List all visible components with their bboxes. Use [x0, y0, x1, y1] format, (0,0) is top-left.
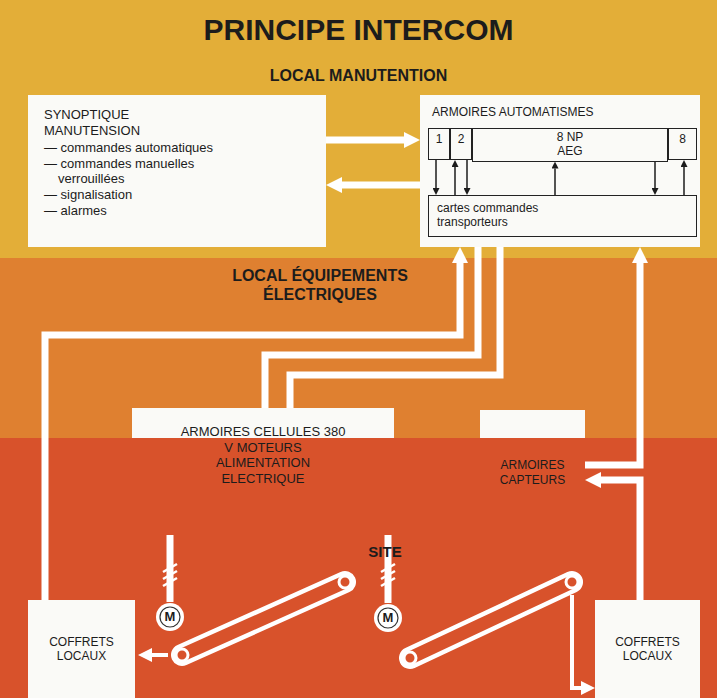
box-fill — [428, 195, 697, 237]
connector — [167, 535, 174, 602]
box-fill — [420, 95, 700, 247]
equipment-box: 2 — [450, 128, 472, 160]
belt-outline — [410, 582, 572, 658]
belt-inner — [182, 582, 345, 655]
connector — [45, 263, 460, 600]
equipment-box: 8 — [668, 128, 697, 160]
connector — [435, 160, 437, 188]
box-label: COFFRETS LOCAUX — [601, 635, 694, 664]
roller — [404, 652, 416, 664]
motor-core — [160, 607, 180, 627]
list-item: — alarmes — [44, 203, 238, 219]
box-fill — [472, 128, 668, 162]
box-label: ARMOIRES AUTOMATISMES — [432, 105, 688, 119]
motor-circle: M — [373, 603, 403, 633]
belt-inner — [410, 582, 572, 658]
roller — [176, 649, 188, 661]
roller — [566, 576, 578, 588]
zone-band: SITE COFFRETS LOCAUX M M COFFRETS LOCAUX — [0, 438, 717, 698]
list-item: — commandes manuelles verrouillées — [44, 156, 238, 187]
motor-ring — [374, 604, 402, 632]
conveyor-right — [404, 576, 578, 664]
flow-arrow — [152, 653, 168, 657]
connector — [466, 160, 468, 188]
equipment-box: ARMOIRES CELLULES 380 V MOTEURS ALIMENTA… — [132, 408, 394, 535]
connector — [601, 480, 640, 600]
box-label: 8 — [679, 132, 686, 146]
conveyor-left — [176, 576, 351, 661]
box-label: 2 — [458, 132, 465, 146]
box-fill — [595, 600, 700, 698]
belt-outline — [182, 582, 345, 655]
motor-core — [378, 608, 398, 628]
connector — [585, 263, 640, 465]
roller — [339, 576, 351, 588]
equipment-box: COFFRETS LOCAUX — [28, 600, 135, 698]
connector — [654, 162, 656, 188]
box-label: M — [165, 609, 176, 625]
equipment-box: ARMOIRES CAPTEURS — [480, 410, 585, 535]
equipment-box: cartes commandes transporteurs — [428, 195, 697, 237]
connector — [342, 182, 420, 189]
equipment-box: 8 NP AEG — [472, 128, 668, 162]
box-label: M — [383, 610, 394, 626]
box-label: 1 — [436, 132, 443, 146]
equipment-box: SYNOPTIQUE MANUTENSION — commandes automa… — [28, 95, 326, 247]
connector — [454, 167, 456, 195]
connector — [554, 169, 556, 195]
box-fill — [668, 128, 697, 160]
box-fill — [28, 600, 135, 698]
connector — [683, 167, 685, 195]
box-label: SYNOPTIQUE MANUTENSION — [44, 107, 194, 138]
box-label: ARMOIRES CELLULES 380 V MOTEURS ALIMENTA… — [178, 424, 348, 486]
connector — [326, 137, 404, 144]
box-fill — [450, 128, 472, 160]
box-label: SITE — [335, 543, 435, 561]
diagram-title: PRINCIPE INTERCOM — [0, 12, 717, 48]
box-fill — [28, 95, 326, 247]
list-item: — commandes automatiques — [44, 140, 238, 156]
equipment-box: 1 — [428, 128, 450, 160]
box-label: COFFRETS LOCAUX — [34, 635, 129, 664]
three-phase-ticks — [163, 564, 395, 586]
box-label: LOCAL ÉQUIPEMENTS ÉLECTRIQUES — [190, 266, 450, 304]
box-fill — [0, 438, 717, 698]
equipment-box: ARMOIRES AUTOMATISMES 1 2 8 NP AEG 8 cartes c… — [420, 95, 700, 247]
equipment-box: COFFRETS LOCAUX — [595, 600, 700, 698]
box-label: cartes commandes transporteurs — [437, 201, 587, 230]
motor-ring — [156, 603, 184, 631]
box-fill — [0, 0, 717, 258]
motor-circle: M — [155, 602, 185, 632]
flow-arrow — [572, 595, 581, 688]
box-label: ARMOIRES CAPTEURS — [486, 458, 579, 487]
box-fill — [428, 128, 450, 160]
box-label: 8 NP AEG — [548, 131, 592, 159]
zone-band: LOCAL ÉQUIPEMENTS ÉLECTRIQUESARMOIRES CE… — [0, 258, 717, 438]
box-label: LOCAL MANUTENTION — [0, 66, 717, 85]
list-item: — signalisation — [44, 187, 238, 203]
